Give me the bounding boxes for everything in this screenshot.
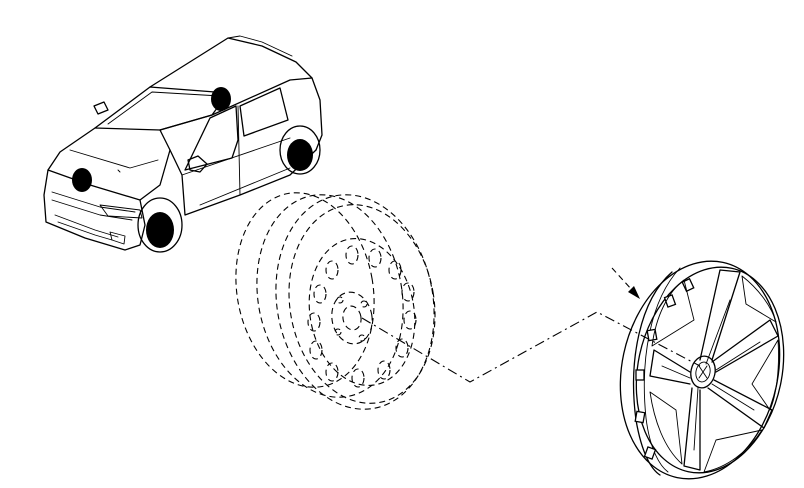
wheel-disc — [308, 238, 416, 386]
car-foglight — [109, 231, 126, 245]
wheel-vent-holes — [307, 245, 417, 388]
wheel-front-rim — [275, 194, 435, 410]
car-door-line — [181, 105, 291, 196]
hubcap-spokes — [649, 269, 779, 471]
roof-marker — [211, 87, 231, 111]
steel-wheel-illustration — [235, 192, 436, 410]
car-lower-grille — [54, 214, 119, 241]
vehicle-illustration — [43, 35, 323, 253]
car-rear-wheel — [287, 139, 313, 171]
car-roof-rack — [227, 35, 293, 57]
car-front-bumper — [43, 169, 146, 251]
car-roof-outline — [149, 37, 323, 151]
hubcap-centre — [690, 355, 716, 389]
car-front-wheel — [146, 212, 174, 248]
car-front-wheel-arch — [137, 197, 183, 253]
car-side-window — [184, 105, 239, 171]
car-rear-wheel-arch — [279, 125, 321, 175]
leader-line — [361, 311, 701, 383]
car-hood — [47, 127, 171, 201]
hubcap-windows — [649, 275, 779, 473]
wheel-back-rim — [235, 192, 375, 388]
car-rear-window — [239, 87, 289, 137]
car-side-mirror — [187, 155, 208, 173]
arrow-icon — [628, 286, 640, 299]
car-grille — [51, 191, 136, 221]
hubcap-illustration — [619, 260, 785, 480]
fitting-arrow — [611, 267, 640, 299]
car-side-body — [159, 77, 317, 216]
hubcap-back-edge — [633, 271, 673, 476]
wheel-hub — [331, 291, 373, 345]
hood-marker — [72, 168, 92, 192]
hubcap-logo-icon — [695, 361, 711, 383]
car-mirror-small — [93, 101, 109, 115]
car-headlight — [99, 204, 143, 219]
